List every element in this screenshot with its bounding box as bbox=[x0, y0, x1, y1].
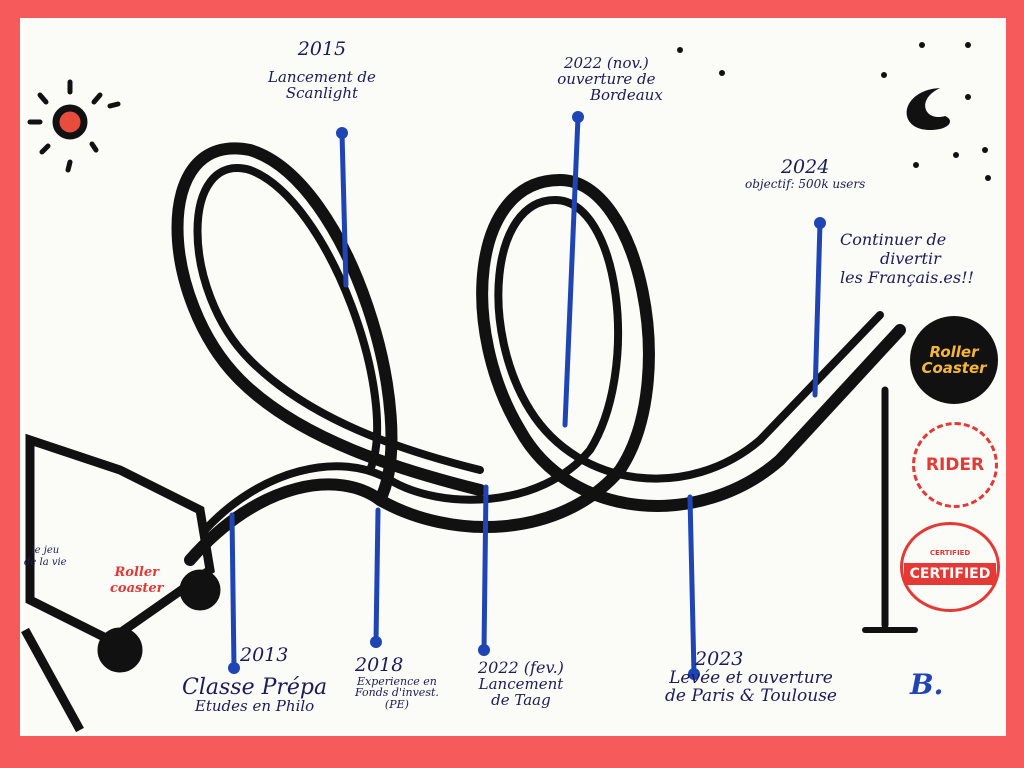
slogan: Continuer de divertir les Français.es!! bbox=[840, 230, 974, 288]
event-line: Lancement bbox=[478, 674, 564, 693]
event-line: de Taag bbox=[491, 690, 551, 709]
slogan-line: divertir bbox=[880, 249, 941, 269]
logo-line: Coaster bbox=[921, 359, 987, 377]
stem-2022-nov bbox=[562, 114, 581, 428]
side-note: le jeu de la vie bbox=[24, 545, 67, 569]
event-year: 2024 bbox=[780, 156, 830, 178]
event-2013-text: Classe Prépa Etudes en Philo bbox=[182, 676, 327, 715]
timeline-stems bbox=[229, 114, 823, 677]
event-line: Lancement de bbox=[268, 67, 376, 86]
sun-icon bbox=[27, 79, 121, 173]
signature: B. bbox=[910, 670, 943, 699]
stars-icon bbox=[677, 42, 991, 181]
event-year: 2022 (nov.) bbox=[563, 54, 649, 72]
event-line: Scanlight bbox=[285, 83, 359, 102]
event-line: objectif: 500k users bbox=[745, 176, 866, 191]
side-note-line: de la vie bbox=[24, 557, 67, 568]
event-line: Classe Prépa bbox=[182, 675, 328, 700]
side-note-line: le jeu bbox=[31, 545, 60, 556]
event-line: ouverture de bbox=[557, 69, 656, 88]
cart-label-line: Roller bbox=[114, 565, 159, 580]
event-line: Etudes en Philo bbox=[194, 697, 315, 716]
event-2018: 2018 Experience en Fonds d'invest. (PE) bbox=[355, 654, 439, 712]
slogan-line: Continuer de bbox=[840, 230, 947, 249]
event-2022-fev: 2022 (fev.) Lancement de Taag bbox=[478, 658, 564, 709]
slogan-line: les Français.es!! bbox=[840, 268, 974, 288]
event-2015: 2015 Lancement de Scanlight bbox=[268, 38, 376, 102]
event-line: Levée et ouverture bbox=[669, 667, 833, 688]
rider-badge: RIDER bbox=[912, 422, 998, 508]
stem-2015 bbox=[339, 130, 349, 288]
rider-text: RIDER bbox=[925, 455, 985, 475]
event-year: 2013 bbox=[240, 644, 289, 666]
event-line: Fonds d'invest. bbox=[355, 686, 439, 700]
event-2022-nov: 2022 (nov.) ouverture de Bordeaux bbox=[550, 54, 663, 104]
event-line: (PE) bbox=[384, 698, 409, 712]
event-2023: 2023 Levée et ouverture de Paris & Toulo… bbox=[665, 648, 837, 706]
event-2013: 2013 bbox=[240, 644, 289, 666]
stem-2022-fev bbox=[481, 484, 489, 653]
signature-text: B. bbox=[910, 668, 944, 701]
stem-2024 bbox=[812, 220, 823, 398]
certified-badge: CERTIFIED CERTIFIED bbox=[900, 522, 1000, 612]
cart-icon bbox=[21, 433, 221, 733]
stem-2018 bbox=[373, 507, 381, 645]
track-icon bbox=[171, 142, 918, 633]
certified-ring-text: CERTIFIED bbox=[929, 549, 971, 557]
cart-label: Roller coaster bbox=[110, 565, 163, 596]
event-line: de Paris & Toulouse bbox=[665, 685, 837, 706]
event-year: 2015 bbox=[297, 38, 347, 60]
certified-text: CERTIFIED bbox=[903, 563, 997, 585]
event-line: Experience en bbox=[356, 674, 437, 688]
stem-2013 bbox=[229, 512, 237, 671]
moon-icon bbox=[906, 88, 950, 130]
event-year: 2023 bbox=[695, 648, 744, 670]
stem-2023 bbox=[687, 494, 697, 677]
event-year: 2018 bbox=[355, 654, 404, 676]
logo-line: Roller bbox=[929, 342, 979, 361]
event-year: 2022 (fev.) bbox=[478, 658, 564, 677]
event-line: Bordeaux bbox=[590, 85, 663, 104]
roller-coaster-logo: Roller Coaster bbox=[910, 316, 998, 404]
cart-label-line: coaster bbox=[110, 580, 164, 596]
event-2024: 2024 objectif: 500k users bbox=[745, 156, 866, 191]
